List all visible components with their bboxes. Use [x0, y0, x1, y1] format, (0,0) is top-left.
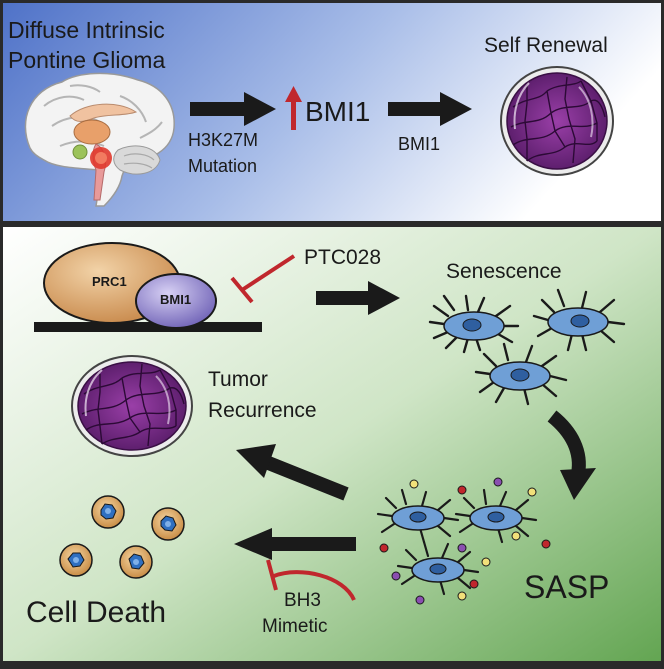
tumor-sphere-recurrence [71, 355, 193, 457]
upregulation-arrow-icon [285, 86, 302, 130]
brain-illustration [24, 72, 175, 207]
senescent-cells-group [428, 288, 626, 406]
tumor-recurrence-line1: Tumor [208, 368, 268, 391]
bh3-label-line2: Mimetic [262, 616, 327, 637]
senescent-cell [428, 294, 520, 354]
arrow-complex-to-senescence [316, 281, 400, 315]
arrow-bmi1-label: BMI1 [398, 134, 440, 154]
self-renewal-label: Self Renewal [484, 34, 608, 57]
apoptotic-cell [151, 507, 185, 541]
dipg-title-line1: Diffuse Intrinsic [8, 17, 165, 43]
senescent-cell [376, 488, 460, 544]
panel-divider [0, 221, 664, 227]
prc1-bmi1-complex: PRC1 BMI1 [34, 242, 262, 332]
cell-death-label: Cell Death [26, 596, 166, 629]
senescence-label: Senescence [446, 260, 562, 283]
bmi1-oval [135, 273, 217, 329]
bmi1-upregulated-label: BMI1 [305, 96, 370, 127]
bh3-label-line1: BH3 [284, 590, 321, 611]
top-panel: Diffuse Intrinsic Pontine Glioma H3K27M … [3, 3, 661, 221]
sasp-factor-dots [379, 477, 551, 605]
chromatin-bar [34, 322, 262, 332]
apoptotic-cells-group [59, 495, 185, 579]
tumor-recurrence-line2: Recurrence [208, 399, 317, 422]
ptc028-inhibitor-icon [230, 254, 296, 304]
sasp-label: SASP [524, 569, 609, 605]
tumor-sphere-top [500, 66, 614, 176]
apoptotic-cell [59, 543, 93, 577]
arrow-sasp-to-recurrence [236, 444, 349, 501]
arrow-sasp-to-cell-death [234, 528, 356, 560]
apoptotic-cell [91, 495, 125, 529]
sasp-cells-group [376, 488, 538, 596]
ptc028-label: PTC028 [304, 246, 381, 269]
bottom-panel: PRC1 BMI1 PTC028 Senescence [3, 227, 661, 661]
apoptotic-cell [119, 545, 153, 579]
arrow-dipg-to-bmi1 [190, 92, 276, 126]
bh3-inhibitor-icon [266, 559, 356, 601]
prc1-label: PRC1 [92, 274, 127, 289]
senescent-cell [532, 288, 626, 352]
mutation-label-line1: H3K27M [188, 130, 258, 150]
dipg-title-line2: Pontine Glioma [8, 47, 165, 73]
arrow-senescence-to-sasp [547, 410, 596, 500]
mutation-label-line2: Mutation [188, 156, 257, 176]
senescent-cell [396, 540, 480, 596]
arrow-bmi1-to-self-renewal [388, 92, 472, 126]
bmi1-complex-label: BMI1 [160, 292, 191, 307]
senescent-cell [454, 488, 538, 544]
senescent-cell [474, 342, 568, 406]
